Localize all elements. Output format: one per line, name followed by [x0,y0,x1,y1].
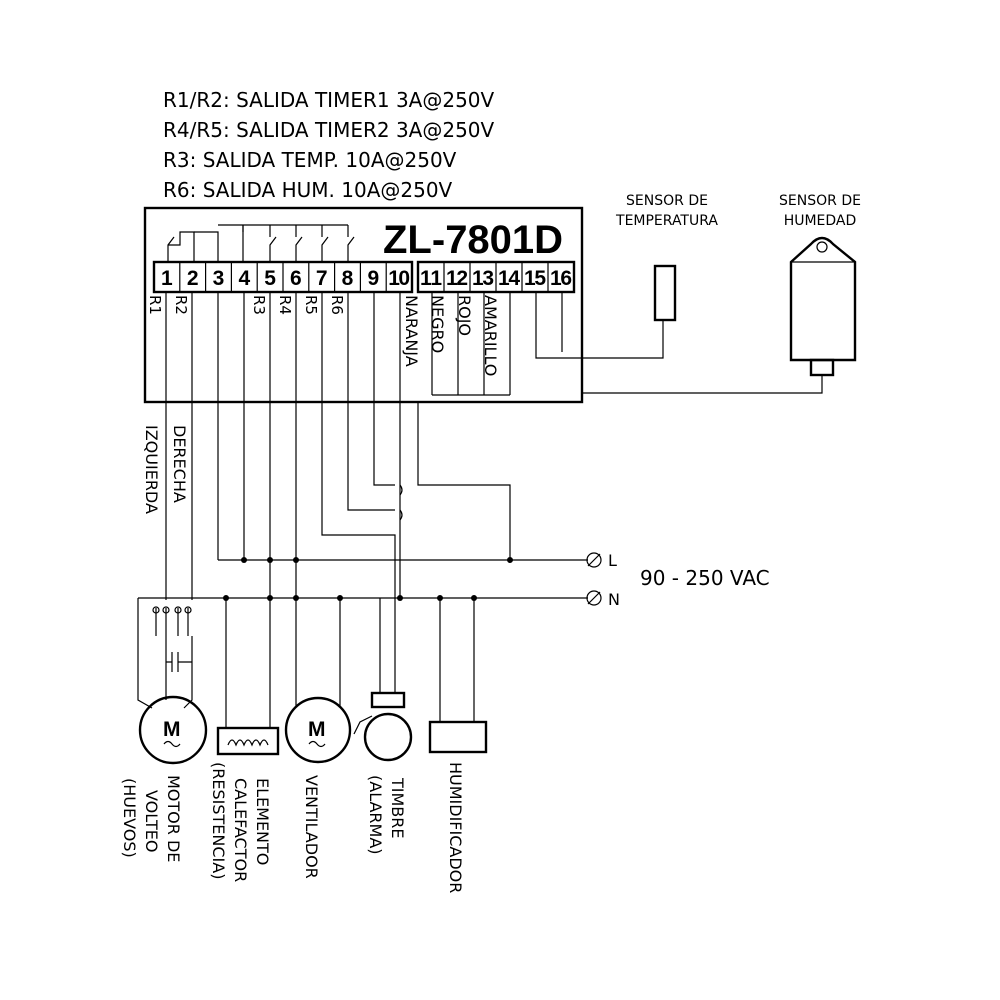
humidity-sensor-label-1: SENSOR DE [779,193,861,209]
turning-motor-circuit: M [137,598,208,765]
humidifier-label: HUMIDIFICADOR [446,762,465,893]
humidity-sensor: SENSOR DE HUMEDAD [582,193,861,394]
terminal-3: 3 [213,267,225,290]
heater-label-1: ELEMENTO [253,778,272,865]
terminal-13: 13 [472,267,494,290]
terminal-15: 15 [524,267,546,290]
heater-label-2: CALEFACTOR [231,778,250,882]
legend-line-3: R3: SALIDA TEMP. 10A@250V [163,148,457,172]
legend-line-4: R6: SALIDA HUM. 10A@250V [163,178,453,202]
terminal-5: 5 [264,267,276,290]
terminal-16: 16 [550,267,572,290]
bell-label-2: (ALARMA) [366,775,385,855]
fan-label: VENTILADOR [302,775,321,879]
motor-label-3: (HUEVOS) [120,778,139,858]
fan-motor [284,696,352,764]
wire-label-amarillo: AMARILLO [481,295,500,376]
terminal-1: 1 [161,267,173,290]
temperature-sensor: SENSOR DE TEMPERATURA [615,193,718,322]
terminal-10: 10 [388,267,410,290]
temperature-sensor-label-2: TEMPERATURA [615,213,718,229]
terminal-2: 2 [187,267,199,290]
terminal-12: 12 [446,267,468,290]
fan-motor-circuit: M [284,598,352,764]
terminal-8: 8 [342,267,354,290]
bell [363,712,413,762]
legend-line-1: R1/R2: SALIDA TIMER1 3A@250V [163,88,495,112]
relay-label-r6: R6 [328,295,346,315]
bell-label-1: TIMBRE [388,777,407,839]
supply-voltage: 90 - 250 VAC [640,566,770,590]
relay-label-r4: R4 [276,295,294,315]
humidity-sensor-label-2: HUMEDAD [784,213,857,229]
controller-box [143,206,584,404]
legend-line-2: R4/R5: SALIDA TIMER2 3A@250V [163,118,495,142]
terminal-6: 6 [290,267,302,290]
terminal-14: 14 [498,267,520,290]
wire-label-naranja: NARANJA [402,295,421,367]
wire-label-negro: NEGRO [428,295,447,353]
temperature-sensor-label-1: SENSOR DE [626,193,708,209]
legend: R1/R2: SALIDA TIMER1 3A@250V R4/R5: SALI… [163,88,495,202]
relay-contacts [167,224,355,262]
direction-right: DERECHA [170,425,189,503]
turning-motor-symbol: M [163,718,181,741]
motor-label-1: MOTOR DE [164,775,183,862]
relay-label-r2: R2 [172,295,190,315]
bell-circuit [353,598,413,762]
terminal-9: 9 [367,267,379,290]
terminal-7: 7 [316,267,328,290]
motor-label-2: VOLTEO [142,790,161,852]
terminal-4: 4 [238,267,250,290]
wire-label-rojo: ROJO [455,295,474,336]
relay-label-r3: R3 [250,295,268,315]
relay-labels: R1 R2 R3 R4 R5 R6 [146,295,346,315]
humidifier-circuit [428,598,488,754]
direction-left: IZQUIERDA [142,425,161,514]
fan-motor-symbol: M [308,718,326,741]
junctions [223,557,513,601]
neutral-terminal-label: N [608,590,620,609]
line-terminal-label: L [608,551,617,570]
turning-motor [138,695,208,765]
heater [216,598,280,756]
relay-label-r5: R5 [302,295,320,315]
terminal-11: 11 [420,267,442,290]
humidifier [428,720,488,754]
heater-label-3: (RESISTENCIA) [209,762,228,879]
power-buses: L N 90 - 250 VAC [138,551,770,609]
load-labels: MOTOR DE VOLTEO (HUEVOS) ELEMENTO CALEFA… [120,762,465,893]
wire-labels: NARANJA NEGRO ROJO AMARILLO [402,295,500,376]
controller-model: ZL-7801D [383,218,563,262]
temperature-probe [653,264,677,322]
output-wires [165,292,511,724]
relay-label-r1: R1 [146,295,164,315]
